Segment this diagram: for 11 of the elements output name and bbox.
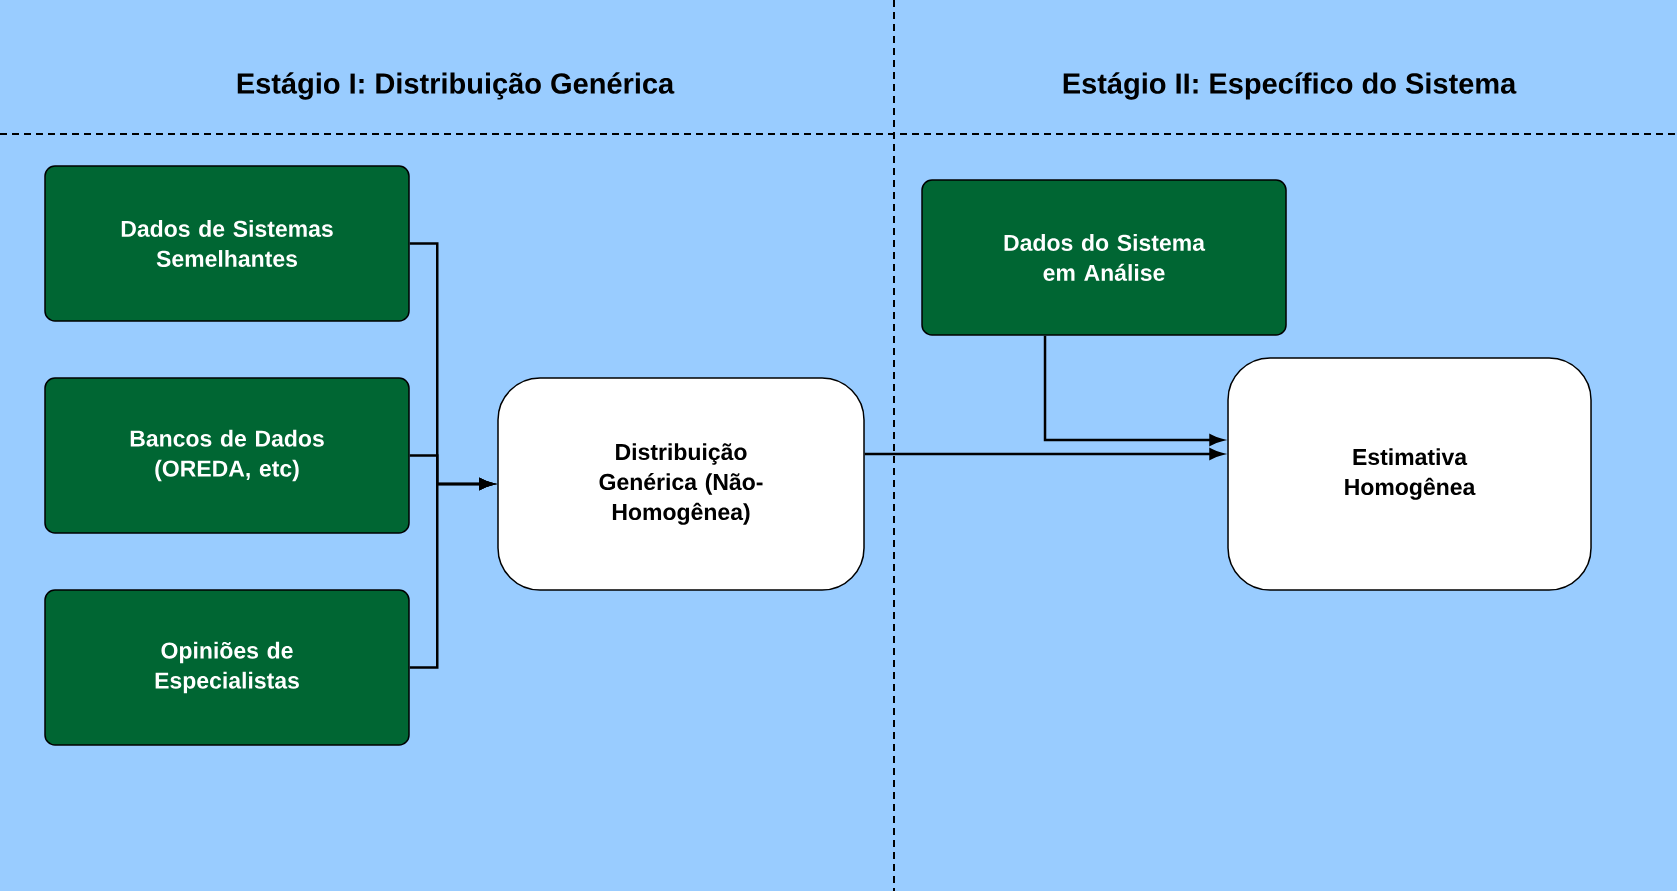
result-box: Estimativa Homogênea (1227, 357, 1592, 591)
arrow (409, 478, 494, 669)
section-heading: Estágio II: Específico do Sistema (1063, 72, 1517, 100)
process-box: Dados do Sistema em Análise (921, 179, 1287, 336)
result-box: Distribuição Genérica (Não-Homogênea) (497, 377, 865, 591)
process-box: Dados de Sistemas Semelhantes (44, 165, 410, 322)
process-box: Opiniões de Especialistas (44, 589, 410, 746)
section-heading: Estágio I: Distribuição Genérica (237, 72, 675, 100)
arrow (864, 448, 1224, 460)
arrow (1043, 335, 1224, 446)
process-box: Bancos de Dados (OREDA, etc) (44, 377, 410, 534)
